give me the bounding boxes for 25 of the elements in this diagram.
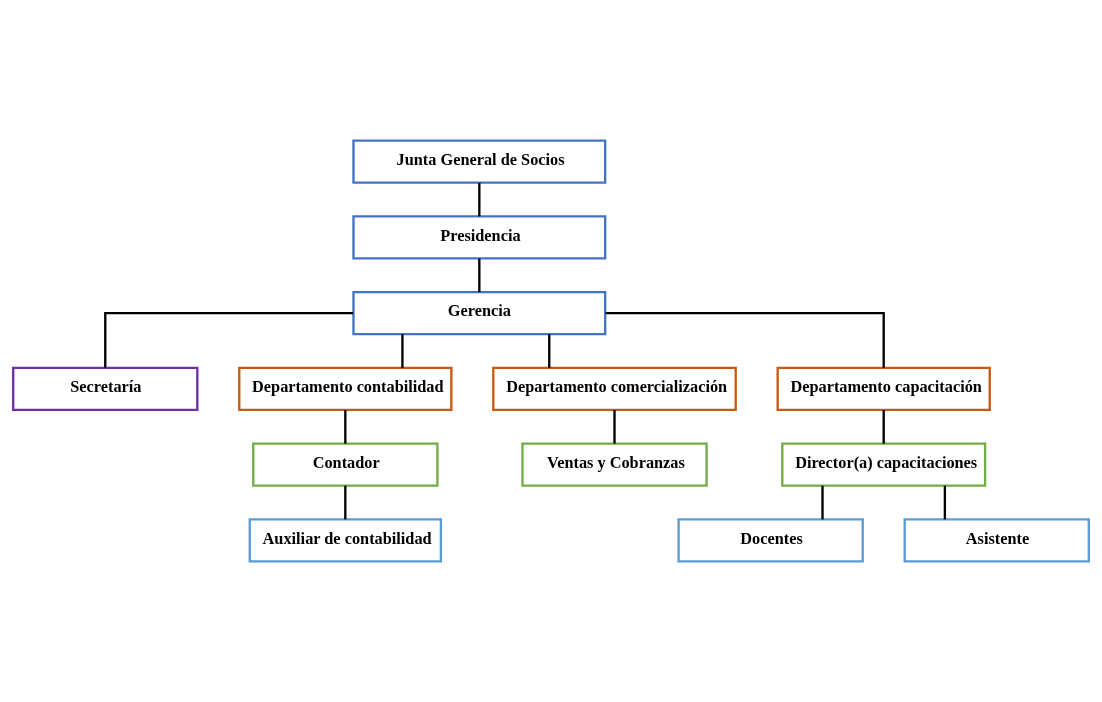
- connector: [104, 311, 354, 368]
- node-box: Departamento contabilidad: [238, 366, 453, 411]
- node-box: Auxiliar de contabilidad: [248, 518, 443, 563]
- connector: [605, 311, 885, 368]
- node-box: Secretaría: [12, 366, 199, 411]
- node-box: Presidencia: [352, 215, 607, 260]
- connector: [344, 485, 347, 520]
- node-box: Departamento capacitación: [776, 366, 991, 411]
- node-box: Contador: [252, 442, 439, 487]
- connector: [344, 410, 347, 444]
- node-box: Ventas y Cobranzas: [521, 442, 708, 487]
- node-box: Director(a) capacitaciones: [781, 442, 987, 487]
- node-box: Docentes: [677, 518, 864, 563]
- node-box: Gerencia: [352, 291, 607, 336]
- node-box: Asistente: [903, 518, 1090, 563]
- connector: [821, 485, 824, 520]
- connector: [613, 410, 616, 444]
- node-box: Junta General de Socios: [352, 139, 607, 184]
- connector: [478, 258, 481, 293]
- node-box: Departamento comercialización: [492, 366, 737, 411]
- connector: [548, 334, 551, 368]
- connector: [401, 334, 404, 368]
- connector: [943, 485, 947, 520]
- connector: [882, 410, 885, 444]
- connector: [478, 182, 481, 217]
